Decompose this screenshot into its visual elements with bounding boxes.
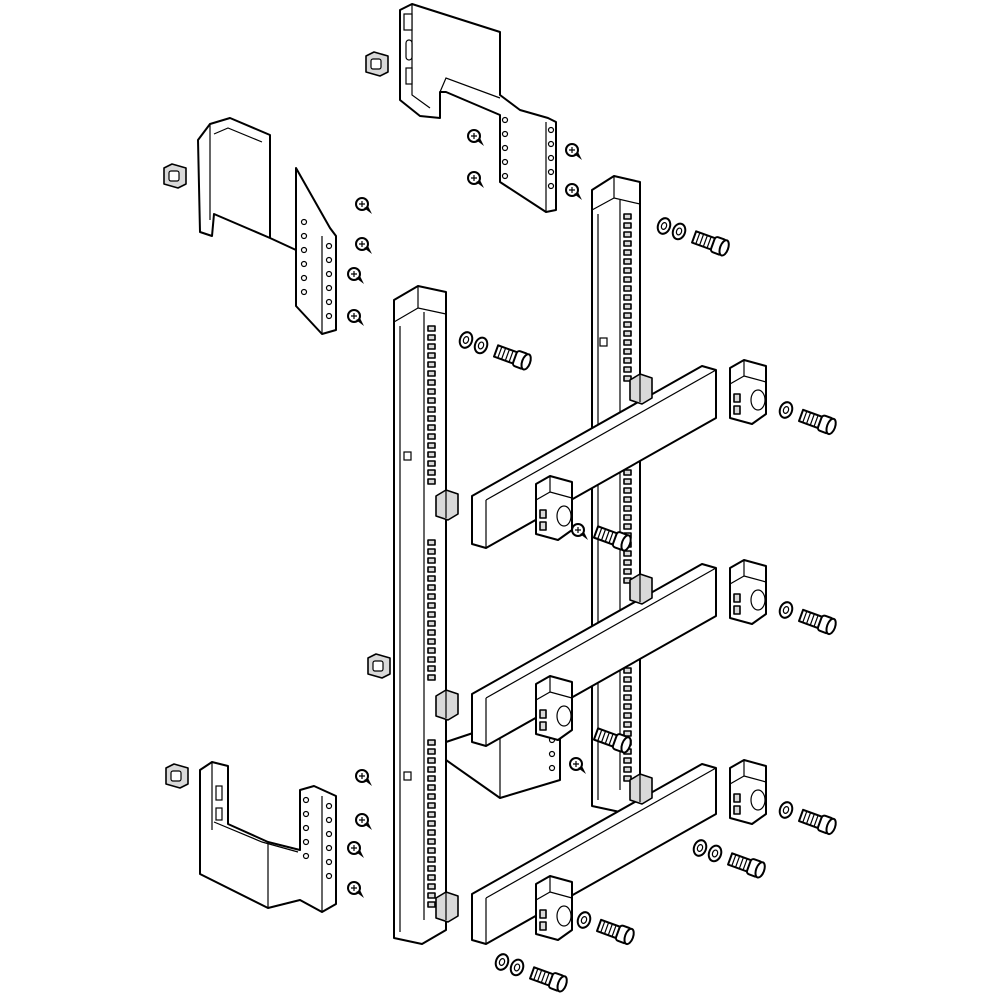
screw-icon bbox=[355, 197, 372, 214]
cage-nut-icon bbox=[367, 653, 391, 679]
washer-icon bbox=[671, 222, 687, 241]
washer-icon bbox=[458, 331, 474, 349]
screw-icon bbox=[347, 841, 364, 858]
top-bracket-icon bbox=[399, 3, 557, 213]
screw-icon bbox=[347, 267, 364, 284]
screw-icon bbox=[355, 237, 372, 254]
cage-nut-icon bbox=[365, 51, 389, 77]
screw-icon bbox=[571, 523, 588, 540]
washer-icon bbox=[656, 217, 672, 235]
bolt-icon bbox=[778, 801, 837, 836]
lower-left-bracket-icon bbox=[199, 761, 337, 913]
rail-clip-icon bbox=[435, 689, 459, 721]
bolt-icon bbox=[592, 727, 632, 754]
rail-clip-icon bbox=[629, 773, 653, 805]
screw-icon bbox=[347, 309, 364, 326]
screw-icon bbox=[467, 129, 484, 146]
clamp-icon bbox=[535, 475, 573, 541]
bolt-icon bbox=[592, 525, 632, 552]
busbar-middle-icon bbox=[471, 563, 717, 747]
washer-icon bbox=[509, 958, 525, 977]
bolt-icons bbox=[458, 217, 837, 993]
screw-icon bbox=[355, 813, 372, 830]
washer-icon bbox=[692, 839, 708, 857]
cage-nut-icon bbox=[165, 763, 189, 789]
rail-clip-icon bbox=[629, 373, 653, 405]
washer-icon bbox=[707, 844, 723, 863]
screw-icon bbox=[565, 143, 582, 160]
bolt-icon bbox=[692, 839, 766, 879]
bolt-icon bbox=[778, 601, 837, 636]
cage-nut-icon bbox=[163, 163, 187, 189]
clamp-icon bbox=[535, 675, 573, 741]
washer-icon bbox=[494, 953, 510, 971]
bolt-icon bbox=[458, 331, 532, 371]
left-rail-icon bbox=[393, 285, 447, 945]
rail-clip-icon bbox=[629, 573, 653, 605]
clamp-icon bbox=[729, 559, 767, 625]
clamp-icon bbox=[535, 875, 573, 941]
busbar-bottom-icon bbox=[471, 763, 717, 945]
rail-clip-icons bbox=[435, 373, 653, 923]
clamp-icon bbox=[729, 759, 767, 825]
screw-icon bbox=[347, 881, 364, 898]
cage-nut-icons bbox=[163, 51, 391, 789]
washer-icon bbox=[778, 401, 794, 419]
screw-icon bbox=[355, 769, 372, 786]
busbar-clamp-icons bbox=[535, 359, 767, 941]
washer-icon bbox=[576, 911, 592, 929]
right-rail-icon bbox=[591, 175, 641, 813]
bolt-icon bbox=[778, 401, 837, 436]
washer-icon bbox=[778, 801, 794, 819]
clamp-icon bbox=[729, 359, 767, 425]
bolt-icon bbox=[656, 217, 730, 257]
bolt-icon bbox=[576, 911, 635, 946]
busbar-top-icon bbox=[471, 365, 717, 549]
washer-icon bbox=[473, 336, 489, 355]
screw-icon bbox=[569, 757, 586, 774]
screw-icons bbox=[347, 129, 588, 898]
washer-icon bbox=[778, 601, 794, 619]
screw-icon bbox=[467, 171, 484, 188]
rail-clip-icon bbox=[435, 891, 459, 923]
bolt-icon bbox=[494, 953, 568, 993]
upper-left-bracket-icon bbox=[197, 117, 337, 335]
screw-icon bbox=[565, 183, 582, 200]
rail-clip-icon bbox=[435, 489, 459, 521]
